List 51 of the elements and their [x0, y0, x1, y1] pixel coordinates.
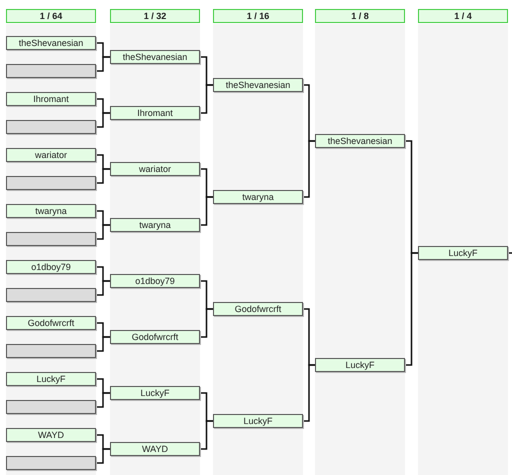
round-header: 1 / 32	[110, 9, 200, 23]
player-slot: WAYD	[110, 442, 200, 456]
bracket-line	[200, 196, 213, 226]
bracket-line	[96, 336, 110, 352]
player-slot: LuckyF	[110, 386, 200, 400]
player-slot: o1dboy79	[110, 274, 200, 288]
player-slot: theShevanesian	[110, 50, 200, 64]
player-slot: Ihromant	[110, 106, 200, 120]
player-slot: LuckyF	[418, 246, 508, 260]
empty-slot	[6, 120, 96, 134]
empty-slot	[6, 176, 96, 190]
empty-slot	[6, 64, 96, 78]
bracket-line	[200, 308, 213, 338]
round-header: 1 / 64	[6, 9, 96, 23]
bracket-line	[303, 140, 315, 198]
bracket-line	[96, 392, 110, 408]
round-header: 1 / 8	[315, 9, 405, 23]
bracket-line	[303, 364, 315, 422]
empty-slot	[6, 288, 96, 302]
player-slot: wariator	[110, 162, 200, 176]
bracket-line	[200, 84, 213, 114]
bracket-line	[96, 280, 110, 296]
player-slot: LuckyF	[213, 414, 303, 428]
player-slot: twaryna	[213, 190, 303, 204]
bracket-line	[405, 252, 418, 366]
bracket-line	[96, 168, 110, 184]
player-slot: LuckyF	[315, 358, 405, 372]
empty-slot	[6, 456, 96, 470]
player-slot: twaryna	[110, 218, 200, 232]
bracket-line	[96, 112, 110, 128]
player-slot: Godofwrcrft	[110, 330, 200, 344]
bracket-line	[96, 224, 110, 240]
player-slot: twaryna	[6, 204, 96, 218]
player-slot: Ihromant	[6, 92, 96, 106]
player-slot: Godofwrcrft	[6, 316, 96, 330]
player-slot: o1dboy79	[6, 260, 96, 274]
bracket-line	[200, 420, 213, 450]
round-header: 1 / 4	[418, 9, 508, 23]
player-slot: WAYD	[6, 428, 96, 442]
empty-slot	[6, 400, 96, 414]
player-slot: theShevanesian	[315, 134, 405, 148]
round-header: 1 / 16	[213, 9, 303, 23]
empty-slot	[6, 344, 96, 358]
player-slot: theShevanesian	[6, 36, 96, 50]
bracket-line	[96, 448, 110, 464]
player-slot: LuckyF	[6, 372, 96, 386]
player-slot: Godofwrcrft	[213, 302, 303, 316]
empty-slot	[6, 232, 96, 246]
bracket-line	[96, 56, 110, 72]
player-slot: wariator	[6, 148, 96, 162]
player-slot: theShevanesian	[213, 78, 303, 92]
